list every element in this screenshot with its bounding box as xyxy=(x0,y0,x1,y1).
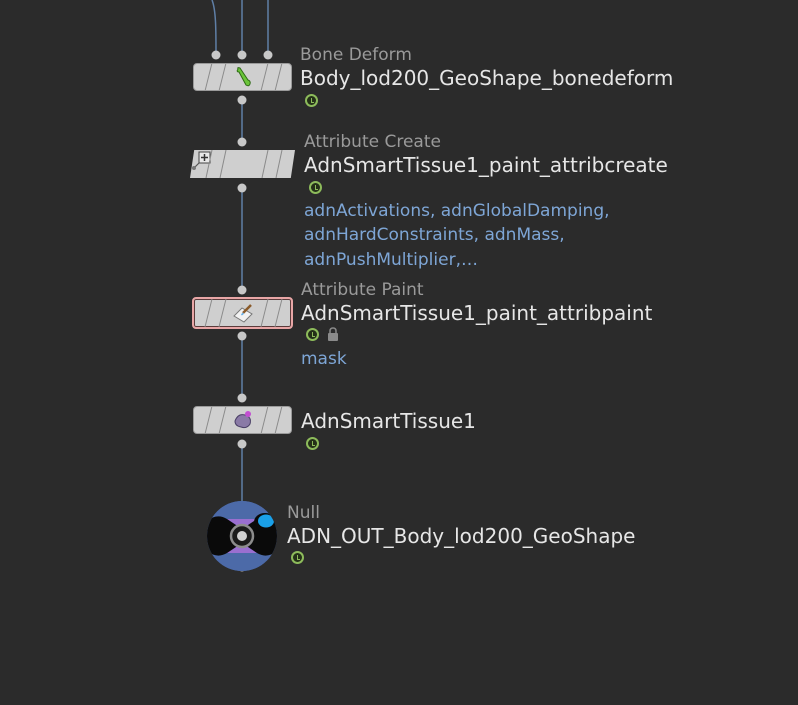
input-connector[interactable] xyxy=(263,50,273,60)
attribute-list-line: adnHardConstraints, adnMass, xyxy=(304,225,565,245)
node-name[interactable]: AdnSmartTissue1_paint_attribpaint xyxy=(301,301,653,325)
time-dependent-badge-icon xyxy=(306,328,319,341)
time-dependent-badge-icon xyxy=(291,551,304,564)
output-connector[interactable] xyxy=(237,183,247,193)
node-name[interactable]: ADN_OUT_Body_lod200_GeoShape xyxy=(287,524,636,548)
paint-icon xyxy=(232,302,254,324)
bone-icon xyxy=(232,66,254,88)
node-type-label: Bone Deform xyxy=(300,45,412,65)
bonedeform-node[interactable] xyxy=(193,63,292,91)
output-connector[interactable] xyxy=(237,439,247,449)
input-connector[interactable] xyxy=(237,285,247,295)
node-name[interactable]: Body_lod200_GeoShape_bonedeform xyxy=(300,66,674,90)
time-dependent-badge-icon xyxy=(305,94,318,107)
node-type-label: Attribute Create xyxy=(304,132,441,152)
time-dependent-badge-icon xyxy=(306,437,319,450)
output-connector[interactable] xyxy=(237,331,247,341)
input-connector[interactable] xyxy=(237,137,247,147)
attribcreate-stripes xyxy=(205,150,283,178)
null-node[interactable] xyxy=(207,501,277,571)
node-type-label: Attribute Paint xyxy=(301,280,424,300)
attribute-list-line: adnActivations, adnGlobalDamping, xyxy=(304,201,610,221)
input-wire-1[interactable] xyxy=(211,0,217,56)
smarttissue-node[interactable] xyxy=(193,406,292,434)
output-connector[interactable] xyxy=(237,95,247,105)
node-name[interactable]: AdnSmartTissue1 xyxy=(301,409,476,433)
node-name[interactable]: AdnSmartTissue1_paint_attribcreate xyxy=(304,153,668,177)
input-connector[interactable] xyxy=(237,50,247,60)
input-connector[interactable] xyxy=(237,393,247,403)
attribcreate-node[interactable] xyxy=(190,150,295,178)
null-icon xyxy=(207,501,277,571)
time-dependent-badge-icon xyxy=(309,181,322,194)
lock-icon xyxy=(328,327,338,341)
tissue-icon xyxy=(232,409,254,431)
attribute-list-line: mask xyxy=(301,349,347,369)
attribpaint-node[interactable] xyxy=(192,297,293,329)
input-connector[interactable] xyxy=(211,50,221,60)
attribute-list-line: adnPushMultiplier,… xyxy=(304,250,478,270)
node-type-label: Null xyxy=(287,503,320,523)
